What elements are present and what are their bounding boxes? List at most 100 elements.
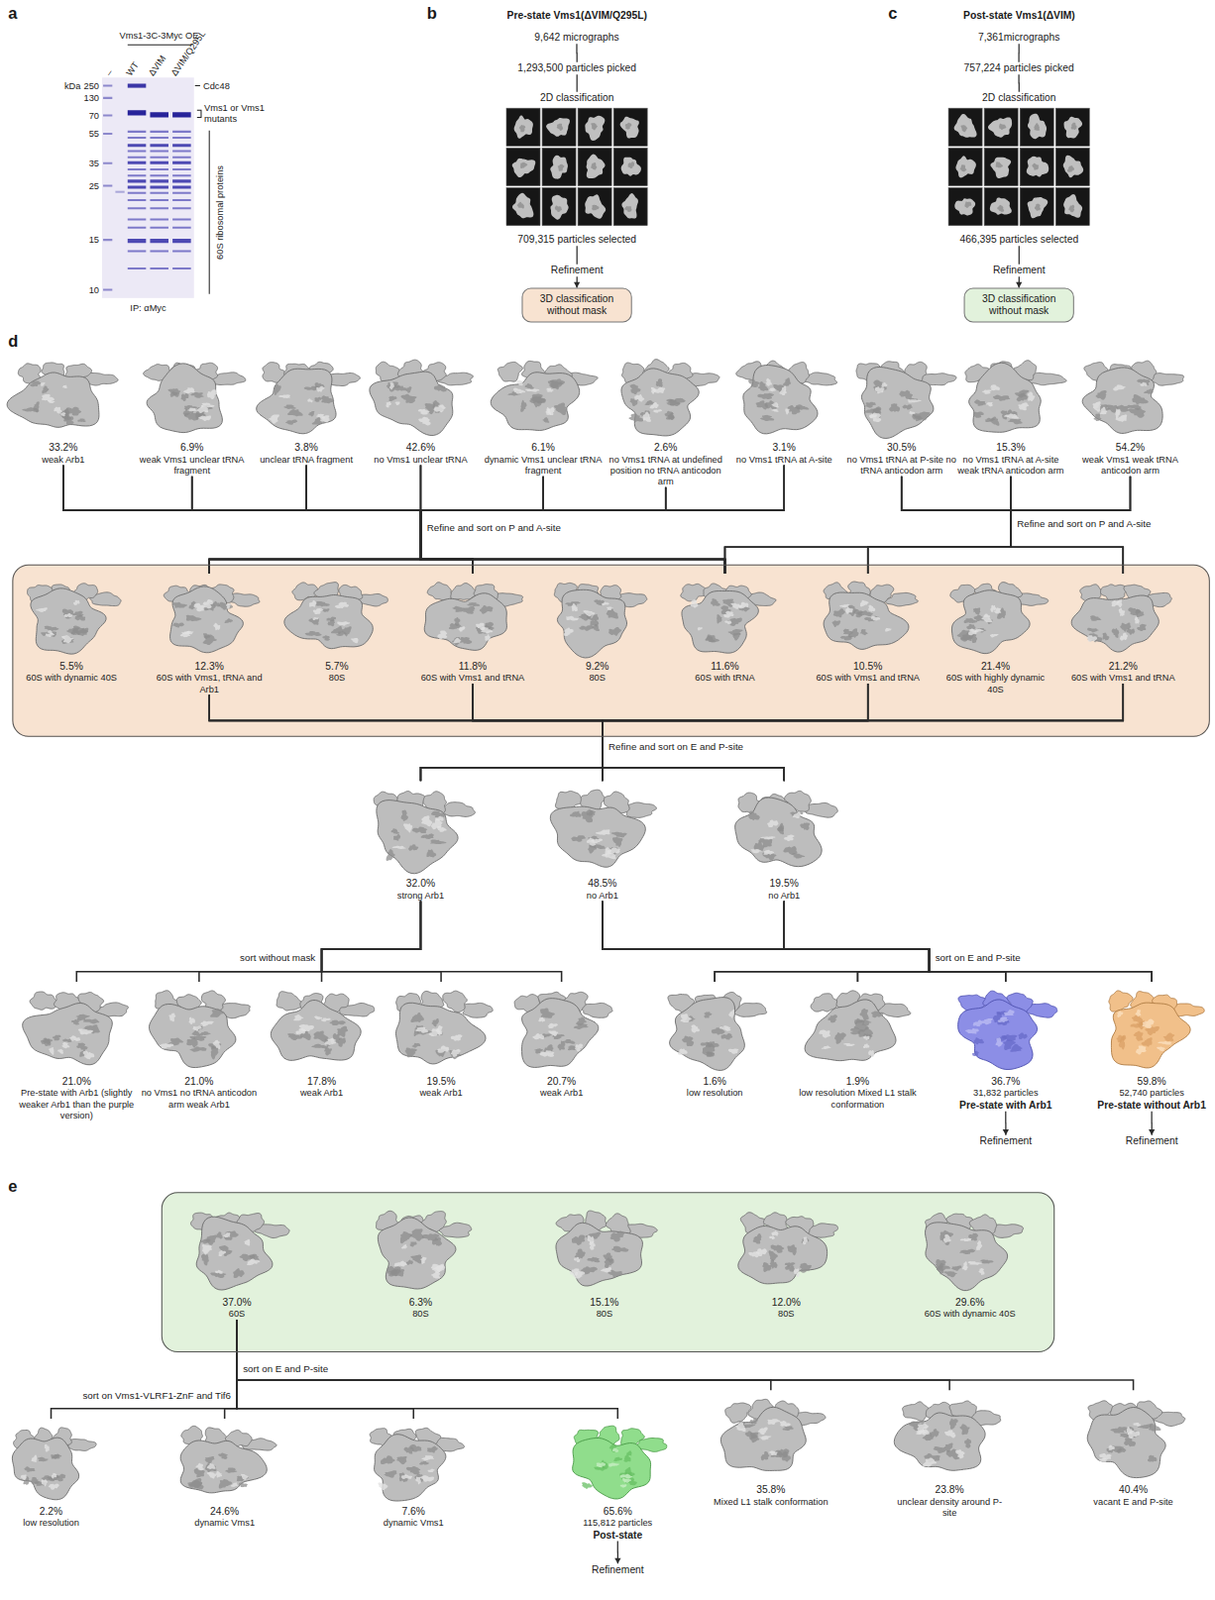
2d-class-particle bbox=[512, 158, 537, 178]
map-shade bbox=[703, 1011, 712, 1018]
map-shade bbox=[321, 395, 334, 404]
map-highlight bbox=[763, 850, 774, 856]
connector bbox=[51, 1320, 238, 1420]
connector bbox=[209, 487, 666, 574]
map-shade bbox=[760, 415, 774, 422]
map-highlight bbox=[881, 382, 887, 388]
density-map-image bbox=[359, 780, 483, 879]
map-shade bbox=[1087, 628, 1100, 634]
map-shade bbox=[29, 380, 42, 387]
density-map-image bbox=[1, 1419, 101, 1507]
map-body bbox=[11, 1437, 79, 1501]
map-shade bbox=[611, 832, 628, 839]
2d-class-tile bbox=[506, 108, 541, 146]
map-highlight bbox=[981, 1018, 994, 1025]
connector bbox=[602, 901, 1006, 984]
step-label: 466,395 particles selected bbox=[959, 233, 1079, 246]
map-highlight bbox=[571, 603, 578, 612]
class-description: vacant E and P-site bbox=[1074, 1496, 1194, 1508]
map-highlight bbox=[540, 1050, 555, 1058]
map-highlight bbox=[868, 1050, 876, 1058]
density-map-image bbox=[177, 1203, 297, 1298]
map-shade bbox=[199, 1031, 212, 1036]
map-highlight bbox=[44, 1444, 50, 1453]
class-average-map: 21.0%no Vms1 no tRNA anticodon arm weak … bbox=[139, 982, 259, 1110]
class-percentage: 1.6% bbox=[655, 1076, 774, 1089]
class-group-fill bbox=[161, 1192, 1055, 1353]
marker-size: 25 bbox=[89, 180, 100, 192]
map-shade bbox=[656, 378, 663, 388]
map-shade bbox=[405, 1047, 418, 1058]
map-highlight bbox=[769, 1236, 775, 1240]
class-average-map: 37.0%60S bbox=[177, 1203, 297, 1321]
map-shade bbox=[668, 398, 686, 407]
map-highlight bbox=[622, 1478, 632, 1484]
map-highlight bbox=[513, 388, 526, 395]
map-highlight bbox=[385, 401, 392, 408]
map-shade bbox=[843, 629, 854, 636]
process-box: 3D classification without mask bbox=[964, 288, 1075, 324]
class-description: Post-state bbox=[560, 1529, 675, 1542]
map-shade bbox=[42, 1038, 53, 1047]
map-body bbox=[22, 1002, 113, 1065]
density-map-image bbox=[727, 1203, 847, 1298]
map-highlight bbox=[420, 1257, 427, 1265]
map-highlight bbox=[187, 408, 198, 413]
density-map-image bbox=[356, 1419, 471, 1507]
connector bbox=[420, 683, 1123, 781]
connector bbox=[1017, 43, 1019, 63]
2d-class-particle-detail bbox=[590, 162, 597, 171]
density-map-image bbox=[502, 982, 622, 1077]
map-highlight bbox=[870, 616, 881, 622]
step-label: Refinement bbox=[1125, 1135, 1179, 1148]
map-shade bbox=[581, 1482, 593, 1490]
map-shade bbox=[1016, 392, 1028, 402]
class-description: 60S with highly dynamic 40S bbox=[938, 672, 1053, 695]
2d-class-tile bbox=[506, 147, 541, 186]
map-shade bbox=[201, 1239, 212, 1245]
class-description: weak Vms1 unclear tRNA fragment bbox=[132, 453, 252, 476]
connector bbox=[472, 683, 603, 781]
class-percentage: 40.4% bbox=[1074, 1484, 1194, 1497]
map-body bbox=[823, 592, 909, 650]
map-highlight bbox=[421, 1455, 435, 1461]
class-percentage: 33.2% bbox=[3, 441, 123, 454]
map-shade bbox=[612, 836, 623, 847]
class-group-panel: 37.0%60S6.3%80S15.1%80S12.0%80S29.6%60S … bbox=[161, 1192, 1055, 1353]
map-highlight bbox=[884, 628, 892, 633]
step-label: 1,293,500 particles picked bbox=[517, 62, 637, 75]
2d-class-particle bbox=[584, 115, 605, 141]
class-description: Pre-state with Arb1 bbox=[946, 1099, 1066, 1111]
density-map-image bbox=[724, 351, 844, 442]
map-body bbox=[196, 1216, 273, 1291]
map-shade bbox=[569, 811, 582, 818]
marker-size: 55 bbox=[89, 128, 100, 140]
map-body bbox=[374, 1435, 446, 1502]
map-shade bbox=[799, 822, 810, 831]
class-average-map: 10.5%60S with Vms1 and tRNA bbox=[810, 573, 925, 684]
map-body bbox=[148, 1003, 235, 1068]
2d-class-particle bbox=[550, 195, 568, 221]
map-shade bbox=[1111, 628, 1120, 639]
class-average-map: 29.6%60S with dynamic 40S bbox=[910, 1203, 1030, 1321]
class-average-map: 19.5%weak Arb1 bbox=[381, 982, 501, 1100]
class-percentage: 48.5% bbox=[541, 878, 664, 890]
map-highlight bbox=[69, 1035, 81, 1042]
2d-class-particle-detail bbox=[960, 124, 968, 132]
map-body bbox=[170, 586, 244, 654]
map-highlight bbox=[1099, 1458, 1108, 1463]
ribosomal-bands bbox=[149, 130, 169, 270]
map-shade bbox=[205, 1462, 218, 1473]
map-shade bbox=[716, 614, 723, 624]
map-shade bbox=[331, 626, 343, 635]
map-highlight bbox=[53, 407, 63, 415]
density-map bbox=[924, 1214, 1023, 1292]
connector bbox=[420, 487, 725, 574]
2d-class-particle bbox=[546, 117, 570, 137]
class-percentage: 6.3% bbox=[361, 1296, 481, 1309]
map-shade bbox=[608, 627, 622, 637]
map-highlight bbox=[907, 399, 922, 403]
map-highlight bbox=[420, 1475, 435, 1483]
2d-class-particle-detail bbox=[1031, 163, 1039, 171]
